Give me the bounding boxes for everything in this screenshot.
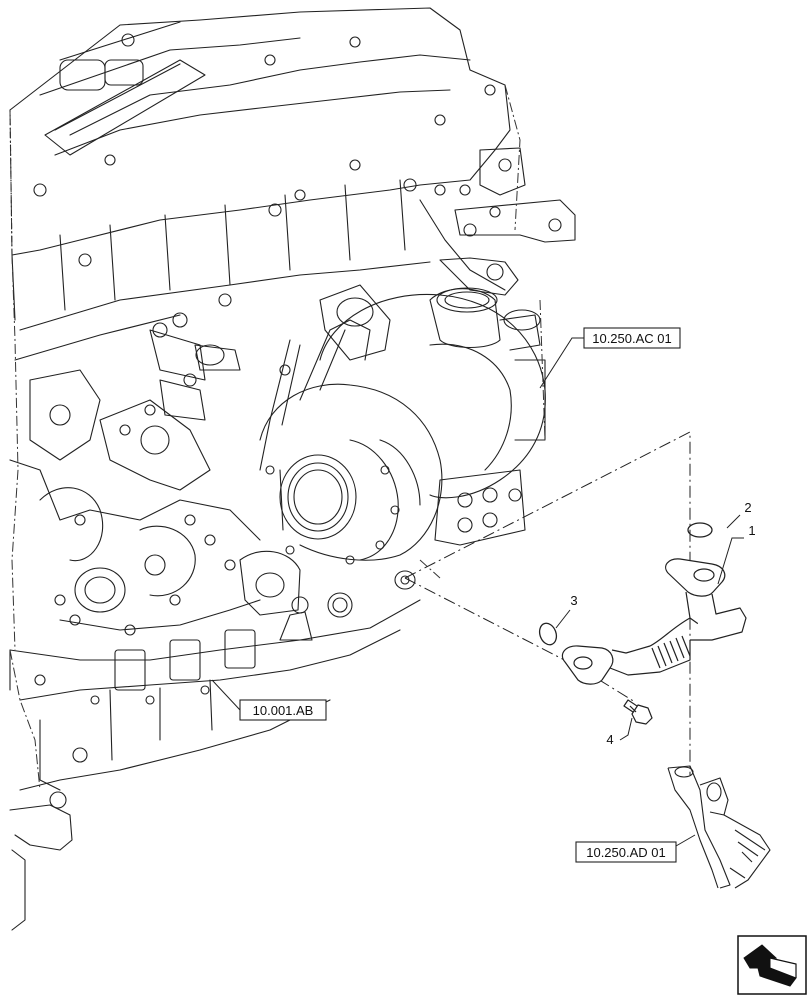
ref-label-bracket: 10.250.AD 01 xyxy=(586,845,666,860)
seal-ring-lower xyxy=(538,622,558,646)
leader-lines xyxy=(211,337,744,847)
back-arrow-icon[interactable] xyxy=(737,935,807,995)
turbo-support-bracket xyxy=(667,765,771,889)
phantom-outline xyxy=(9,84,546,791)
callout-3: 3 xyxy=(570,593,577,608)
ref-label-turbo: 10.250.AC 01 xyxy=(592,331,672,346)
callout-4: 4 xyxy=(606,732,613,747)
oil-drain-pipe xyxy=(561,558,747,685)
seal-ring-upper xyxy=(687,522,713,538)
engine-assembly xyxy=(9,7,576,931)
callout-1: 1 xyxy=(748,523,755,538)
ref-box-bracket[interactable]: 10.250.AD 01 xyxy=(575,841,677,863)
callout-2: 2 xyxy=(744,500,751,515)
flange-bolt xyxy=(623,699,653,725)
ref-box-engine-block[interactable]: 10.001.AB xyxy=(239,699,327,721)
ref-box-turbo[interactable]: 10.250.AC 01 xyxy=(583,327,681,349)
ref-label-engine-block: 10.001.AB xyxy=(253,703,314,718)
